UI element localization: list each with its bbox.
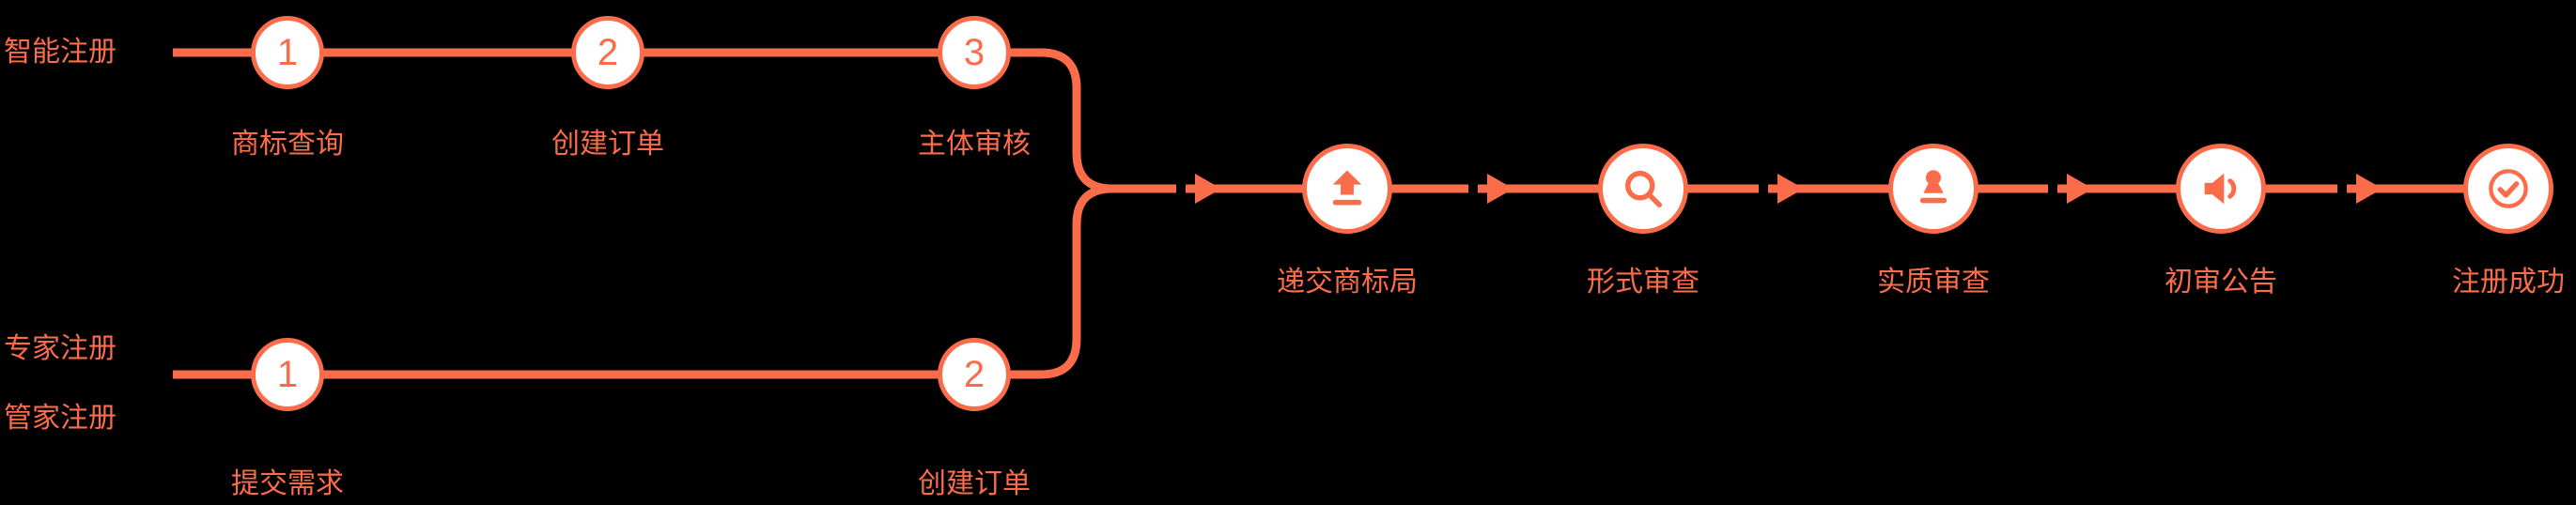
stage-node-success xyxy=(2463,144,2553,234)
stage-label-formal-exam: 形式审查 xyxy=(1587,267,1699,298)
arrow-icon xyxy=(2067,174,2093,204)
step-label-expert-1: 提交需求 xyxy=(231,468,344,499)
step-label-expert-2: 创建订单 xyxy=(918,468,1031,499)
arrow-icon xyxy=(1195,174,1221,204)
track-label-expert: 专家注册 xyxy=(4,333,116,364)
search-icon xyxy=(1625,171,1663,208)
success-check-icon xyxy=(2489,169,2528,208)
arrow-gap xyxy=(2337,182,2347,196)
step-node-expert-1: 1 xyxy=(251,338,324,411)
step-label-smart-3: 主体审核 xyxy=(918,129,1031,160)
stage-node-submit xyxy=(1302,144,1392,234)
step-number: 2 xyxy=(597,31,619,73)
step-node-smart-1: 1 xyxy=(251,16,324,89)
arrow-gap xyxy=(2048,182,2057,196)
track-label-smart: 智能注册 xyxy=(4,37,116,68)
step-number: 1 xyxy=(276,353,299,395)
submit-upload-icon xyxy=(1332,170,1362,206)
stage-node-announcement xyxy=(2176,144,2266,234)
step-label-smart-2: 创建订单 xyxy=(551,129,664,160)
stage-node-formal-exam xyxy=(1598,144,1688,234)
arrow-gap xyxy=(1468,182,1478,196)
step-number: 1 xyxy=(276,31,299,73)
expert-track-line xyxy=(173,184,1113,379)
announcement-speaker-icon xyxy=(2204,173,2237,205)
step-label-smart-1: 商标查询 xyxy=(231,129,344,160)
arrow-icon xyxy=(1777,174,1804,204)
arrow-icon xyxy=(1487,174,1513,204)
stage-label-substantive-exam: 实质审查 xyxy=(1877,267,1990,298)
arrow-gap xyxy=(1759,182,1768,196)
arrow-gap xyxy=(1176,182,1186,196)
stamp-examiner-icon xyxy=(1919,170,1948,204)
step-number: 2 xyxy=(963,353,985,395)
step-node-smart-2: 2 xyxy=(571,16,644,89)
stage-label-success: 注册成功 xyxy=(2452,267,2565,298)
track-label-butler: 管家注册 xyxy=(4,403,116,434)
stage-node-substantive-exam xyxy=(1888,144,1979,234)
stage-label-submit: 递交商标局 xyxy=(1277,267,1418,298)
step-number: 3 xyxy=(963,31,985,73)
stage-label-announcement: 初审公告 xyxy=(2165,267,2277,298)
step-node-smart-3: 3 xyxy=(938,16,1011,89)
arrow-icon xyxy=(2356,174,2382,204)
step-node-expert-2: 2 xyxy=(938,338,1011,411)
smart-track-line xyxy=(173,48,1113,193)
